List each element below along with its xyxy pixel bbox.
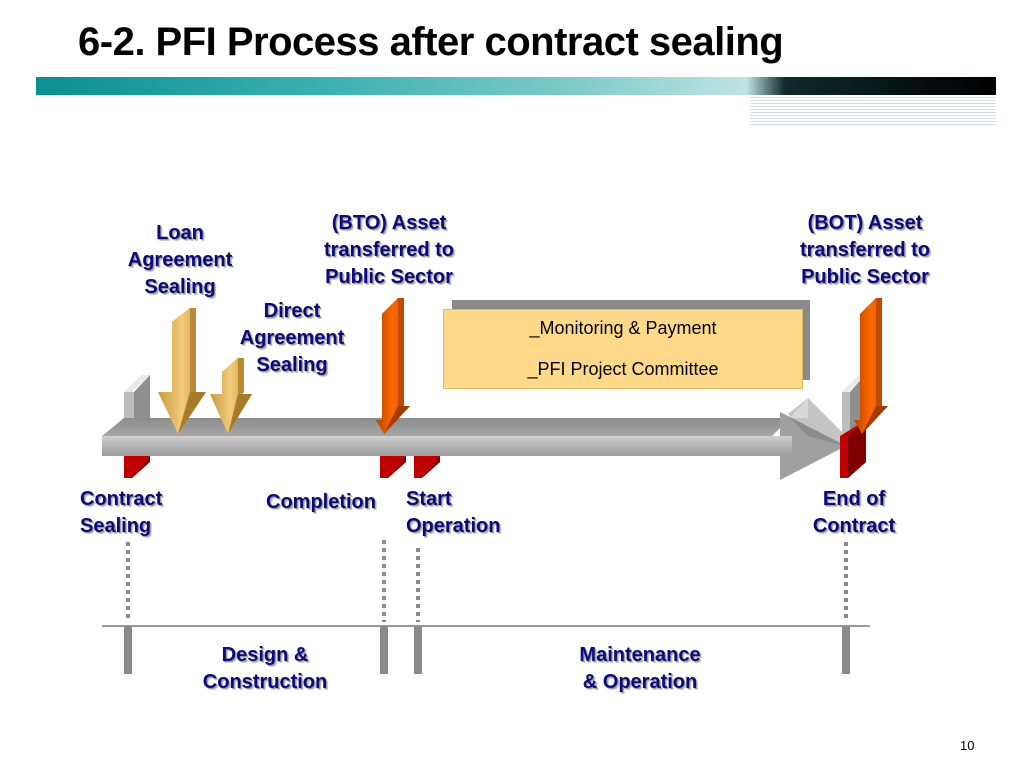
timeline-arrow xyxy=(102,398,846,480)
info-box-line-monitoring: _Monitoring & Payment xyxy=(529,318,717,338)
info-box-line-committee: _PFI Project Committee xyxy=(527,359,719,379)
bto-asset-label: (BTO) Asset transferred to Public Sector xyxy=(323,212,455,288)
start-red-marker xyxy=(414,456,440,478)
dotted-drop-lines xyxy=(126,540,848,622)
loan-agreement-label: Loan Agreement Sealing xyxy=(127,222,233,298)
completion-red-marker xyxy=(380,456,406,478)
direct-agreement-arrow xyxy=(210,358,252,434)
end-of-contract-label: End of Contract xyxy=(812,488,896,537)
info-box: _Monitoring & Payment _PFI Project Commi… xyxy=(444,310,802,388)
end-red-marker xyxy=(840,420,866,478)
decorative-stripes xyxy=(750,97,996,127)
bot-asset-arrow xyxy=(854,298,888,434)
maintenance-operation-phase-label: Maintenance & Operation xyxy=(579,644,701,693)
bot-asset-label: (BOT) Asset transferred to Public Sector xyxy=(799,212,931,288)
design-construction-phase-label: Design & Construction xyxy=(202,644,328,693)
page-number: 10 xyxy=(960,738,975,753)
start-operation-label: Start Operation xyxy=(406,488,501,537)
contract-red-marker xyxy=(124,456,150,478)
contract-sealing-label: Contract Sealing xyxy=(80,488,163,537)
phase-baseline xyxy=(102,625,870,674)
bto-asset-arrow xyxy=(376,298,410,434)
completion-label: Completion xyxy=(266,491,376,513)
slide-title: 6-2. PFI Process after contract sealing xyxy=(78,20,784,64)
title-underline-bar xyxy=(36,77,996,95)
direct-agreement-label: Direct Agreement Sealing xyxy=(239,300,345,376)
loan-agreement-arrow xyxy=(158,308,206,434)
